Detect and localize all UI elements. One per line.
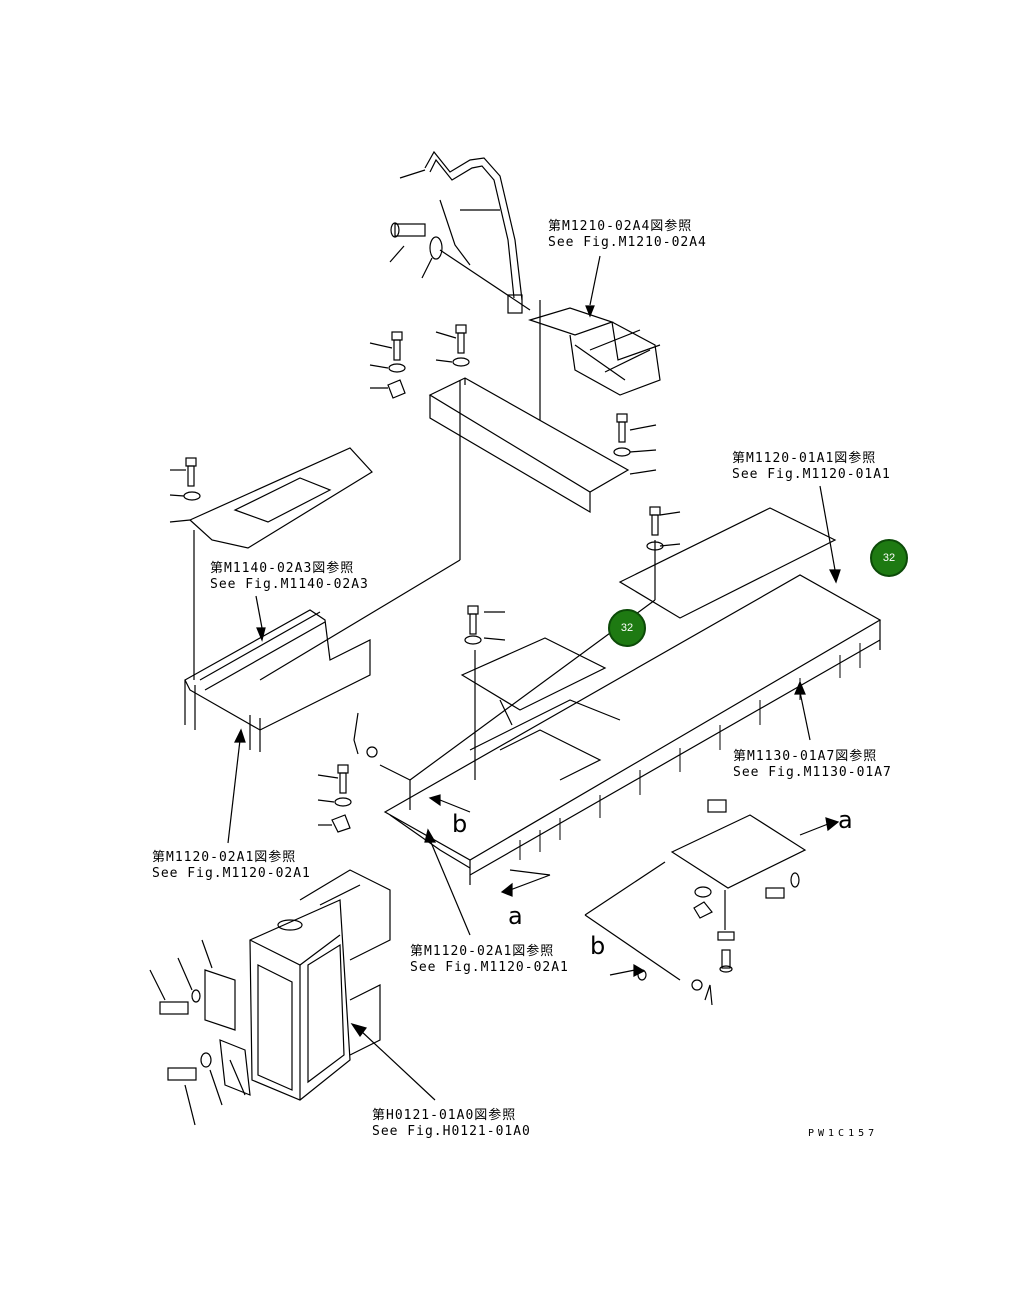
- view-letter-b-upper: b: [452, 810, 468, 838]
- view-letter-b-lower: b: [590, 932, 606, 960]
- reference-label-jp: 第M1120-02A1図参照: [410, 944, 555, 959]
- reference-label-en: See Fig.M1120-02A1: [410, 960, 569, 975]
- left-cover-plate: [169, 447, 373, 549]
- main-frame-part: [383, 507, 882, 885]
- reference-label-jp: 第M1130-01A7図参照: [733, 749, 878, 764]
- reference-label-en: See Fig.M1140-02A3: [210, 577, 369, 592]
- callout-32-left[interactable]: 32: [608, 609, 646, 647]
- reference-label-m1120-01a1: 第M1120-01A1図参照 See Fig.M1120-01A1: [732, 451, 891, 483]
- left-frame-part: [184, 380, 461, 752]
- handrail-part: [399, 150, 523, 314]
- step-bracket-part: [528, 307, 661, 396]
- bolt-stack-mid: [435, 324, 470, 367]
- reference-label-jp: 第M1120-02A1図参照: [152, 850, 297, 865]
- bolt-stack-center-left: [317, 712, 411, 833]
- reference-label-jp: 第H0121-01A0図参照: [372, 1108, 517, 1123]
- reference-label-en: See Fig.M1120-02A1: [152, 866, 311, 881]
- reference-label-en: See Fig.M1210-02A4: [548, 235, 707, 250]
- bolt-stack-left: [369, 331, 406, 399]
- reference-label-m1140-02a3: 第M1140-02A3図参照 See Fig.M1140-02A3: [210, 561, 369, 593]
- bolt-stack-right: [613, 413, 657, 475]
- reference-label-h0121-01a0: 第H0121-01A0図参照 See Fig.H0121-01A0: [372, 1108, 531, 1140]
- reference-label-m1120-02a1-center: 第M1120-02A1図参照 See Fig.M1120-02A1: [410, 944, 569, 976]
- view-letter-a-lower: a: [508, 902, 523, 930]
- upper-cover-plate: [428, 300, 630, 514]
- reference-label-jp: 第M1140-02A3図参照: [210, 561, 355, 576]
- lower-right-plate: [584, 799, 807, 1006]
- reference-label-jp: 第M1210-02A4図参照: [548, 219, 693, 234]
- reference-label-m1210-02a4: 第M1210-02A4図参照 See Fig.M1210-02A4: [548, 219, 707, 251]
- reference-label-jp: 第M1120-01A1図参照: [732, 451, 877, 466]
- reference-label-en: See Fig.H0121-01A0: [372, 1124, 531, 1139]
- view-letter-a-right: a: [838, 806, 853, 834]
- middle-plate-part: [460, 605, 607, 780]
- callout-32-right[interactable]: 32: [870, 539, 908, 577]
- reference-label-en: See Fig.M1120-01A1: [732, 467, 891, 482]
- reference-label-en: See Fig.M1130-01A7: [733, 765, 892, 780]
- tower-frame-part: [149, 869, 391, 1126]
- bolt-part: [389, 222, 531, 311]
- reference-label-m1130-01a7: 第M1130-01A7図参照 See Fig.M1130-01A7: [733, 749, 892, 781]
- drawing-number: PW1C157: [808, 1128, 879, 1139]
- reference-label-m1120-02a1-left: 第M1120-02A1図参照 See Fig.M1120-02A1: [152, 850, 311, 882]
